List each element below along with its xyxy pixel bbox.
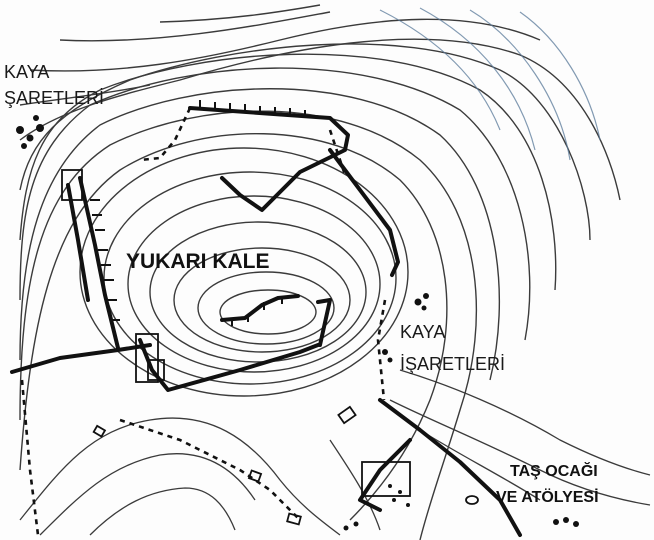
contour-line [39,453,256,536]
label-kaya-left-2: ŞARETLERİ [4,88,104,108]
label-summit: YUKARI KALE [126,250,270,273]
wall-segment [316,298,332,347]
wall-segment [358,438,412,512]
rock-marks [16,115,579,531]
rock-mark [343,525,349,531]
rock-mark [421,305,427,311]
structure [61,169,83,201]
contour-line [19,110,478,540]
structure [147,359,165,381]
contour-line [79,147,409,397]
wall-segment [188,106,350,212]
wall-segment [220,294,300,322]
contour-line [519,11,601,141]
rock-mark [414,298,422,306]
contour-line [219,289,317,335]
label-quarry-1: TAŞ OCAĞI [510,461,598,480]
contour-line [197,271,335,345]
structure [361,461,411,497]
contour-line [379,9,501,131]
contour-line [89,487,236,536]
contour-line [389,399,651,506]
rock-mark [406,503,410,507]
label-kaya-left-1: KAYA [4,62,49,82]
small-structures [61,169,479,526]
rock-mark [573,521,579,527]
contour-lines [19,4,621,540]
wall-segment [10,343,152,374]
label-kaya-right-2: İŞARETLERİ [400,354,505,374]
rock-mark [423,293,429,299]
contour-line [469,9,571,161]
fortification-walls [10,106,522,537]
rock-mark [392,498,396,502]
structure [135,333,159,383]
rock-mark [563,517,569,523]
rock-mark [36,124,44,132]
wall-segment [138,338,320,392]
wall-segment [328,148,400,277]
contour-line [159,4,321,23]
wall-segment [78,176,120,350]
rock-mark [26,134,34,142]
contour-line [59,11,331,42]
wall-hachures [90,100,306,326]
hachure [231,296,283,326]
contour-line [329,439,381,531]
rock-mark [382,349,388,355]
contour-line [399,369,651,476]
contour-line [419,7,536,151]
contour-line [19,43,591,241]
contour-line [19,417,341,536]
structure [465,495,479,505]
rock-mark [33,115,39,121]
contour-line [19,84,151,106]
map-labels: KAYA ŞARETLERİ YUKARI KALE KAYA İŞARETLE… [4,62,599,506]
faded-contours [379,7,601,161]
rock-mark [16,126,24,134]
dashed-wall [376,299,387,401]
label-kaya-right-1: KAYA [400,322,445,342]
contour-line [127,195,381,373]
structure [92,424,107,438]
contour-line [19,53,557,291]
contour-line [103,171,397,385]
rock-mark [21,143,27,149]
wall-segment [66,183,90,302]
structure [286,512,302,526]
structure [247,469,263,483]
contour-line [19,133,448,521]
label-quarry-2: VE ATÖLYESİ [496,487,599,506]
contour-line [29,18,541,72]
rock-mark [353,521,359,527]
dashed-wall [328,129,347,176]
contour-line [173,247,351,353]
contour-line [19,38,621,201]
dashed-wall [119,418,301,521]
contour-line [19,88,501,381]
hachure [199,100,306,118]
rock-mark [398,490,402,494]
structure [337,405,357,425]
rock-mark [387,357,393,363]
wall-segment [378,398,522,537]
contour-line [149,221,367,363]
rock-mark [388,484,392,488]
contour-line [19,67,531,341]
hachure [90,199,120,321]
dashed-wall [20,379,40,536]
dashed-traces [20,107,387,536]
rock-mark [553,519,559,525]
